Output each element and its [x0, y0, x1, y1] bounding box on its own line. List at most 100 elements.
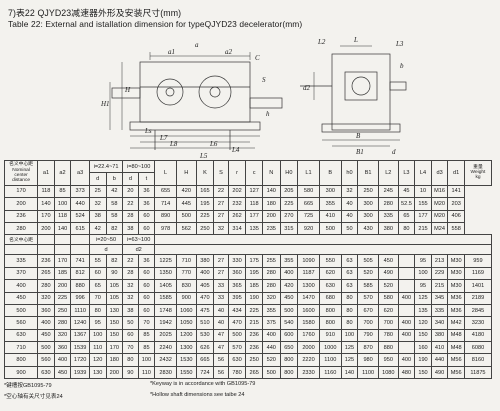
table-cell: 100: [88, 328, 107, 343]
table-cell: 32: [340, 184, 359, 199]
table-cell: 262: [227, 209, 247, 223]
table-cell: 665: [195, 353, 215, 367]
table-cell: 1580: [297, 316, 320, 330]
table-cell: 85: [137, 328, 156, 343]
table-cell: 1539: [70, 341, 90, 355]
table-cell: 110: [137, 365, 156, 380]
center-distance-cell: 280: [3, 221, 39, 236]
table-cell: 22: [122, 254, 139, 268]
table-cell: 340: [430, 316, 449, 330]
table-cell: 58: [105, 197, 124, 211]
table-cell: 440: [70, 197, 90, 211]
table-cell: 1530: [175, 353, 197, 367]
table-cell: 56: [213, 365, 229, 380]
table-cell: 400: [397, 291, 416, 305]
table-cell: 70: [137, 316, 156, 330]
table-cell: 235: [261, 221, 281, 236]
table-cell: 300: [357, 197, 379, 211]
table-cell: 100: [53, 197, 72, 211]
table-cell: 32: [122, 279, 139, 293]
table-cell: 190: [414, 353, 432, 367]
table-cell: 65: [397, 209, 416, 223]
table-cell: 90: [122, 365, 139, 380]
header-a1: a1: [37, 160, 55, 186]
table-cell: M16: [430, 184, 449, 199]
table-cell: 2240: [154, 341, 177, 355]
table-cell: 710: [175, 254, 197, 268]
label-l6: L6: [209, 140, 218, 148]
label-l8: L8: [169, 140, 178, 148]
table-cell: 40: [340, 209, 359, 223]
label-l2: L2: [317, 38, 326, 46]
table-cell: 50: [122, 316, 139, 330]
table-cell: 890: [154, 209, 177, 223]
table-cell: 245: [377, 184, 399, 199]
table-cell: 130: [105, 303, 124, 318]
table-cell: 1405: [154, 279, 177, 293]
header-a3: a3: [70, 160, 90, 186]
table-cell: 380: [195, 254, 215, 268]
table-cell: 165: [195, 184, 215, 199]
table-cell: 1939: [70, 365, 90, 380]
table-cell: 880: [377, 341, 399, 355]
center-distance-cell: 450: [3, 291, 39, 305]
table-cell: 265: [37, 266, 55, 281]
table-cell: 60: [122, 328, 139, 343]
table-cell: 27: [213, 197, 229, 211]
table-cell: 60: [137, 291, 156, 305]
table-cell: 2025: [154, 328, 177, 343]
table-cell: 550: [318, 254, 342, 268]
table-cell: 315: [279, 221, 299, 236]
table-cell: 400: [195, 266, 215, 281]
table-cell: 500: [227, 328, 247, 343]
table-cell: 170: [105, 341, 124, 355]
table-cell: 741: [70, 254, 90, 268]
table-cell: 95: [88, 316, 107, 330]
table-cell: 200: [53, 279, 72, 293]
table-cell: 200: [261, 209, 281, 223]
table-cell: 1300: [175, 341, 197, 355]
table-cell: 320: [37, 291, 55, 305]
table-cell: 500: [37, 341, 55, 355]
table-cell: 140: [261, 184, 281, 199]
table-cell: 500: [175, 209, 197, 223]
table-cell: 434: [227, 303, 247, 318]
table-cell: 180: [261, 197, 281, 211]
table-cell: 60: [137, 209, 156, 223]
table-cell: 420: [175, 184, 197, 199]
table-cell: 724: [195, 365, 215, 380]
table-cell: M56: [447, 365, 465, 380]
table-cell: 38: [88, 209, 107, 223]
table-cell: 110: [88, 341, 107, 355]
table-cell: 105: [105, 279, 124, 293]
note-hollow-en: *Hollow shaft dimensions see taibe 24: [150, 392, 245, 398]
table-cell: 125: [340, 353, 359, 367]
table-cell: 82: [105, 221, 124, 236]
table-cell: 400: [279, 266, 299, 281]
table-cell: 1720: [70, 353, 90, 367]
table-cell: M48: [447, 328, 465, 343]
table-cell: 200: [37, 221, 55, 236]
table-cell: 1300: [297, 279, 320, 293]
table-cell: 655: [154, 184, 177, 199]
table-cell: 140: [340, 365, 359, 380]
table-cell: 450: [377, 254, 399, 268]
table-cell: 1169: [463, 266, 493, 281]
table-cell: 65: [88, 279, 107, 293]
table-cell: 920: [297, 221, 320, 236]
table-cell: 360: [37, 303, 55, 318]
table-cell: 100: [340, 328, 359, 343]
table-cell: 180: [105, 353, 124, 367]
table-cell: 47: [213, 341, 229, 355]
table-cell: 345: [430, 291, 449, 305]
label-b-big: B: [356, 132, 361, 140]
table-cell: 373: [70, 184, 90, 199]
table-cell: 530: [195, 328, 215, 343]
table-cell: 190: [245, 291, 263, 305]
table-cell: 2432: [154, 353, 177, 367]
header-a2: a2: [53, 160, 72, 186]
